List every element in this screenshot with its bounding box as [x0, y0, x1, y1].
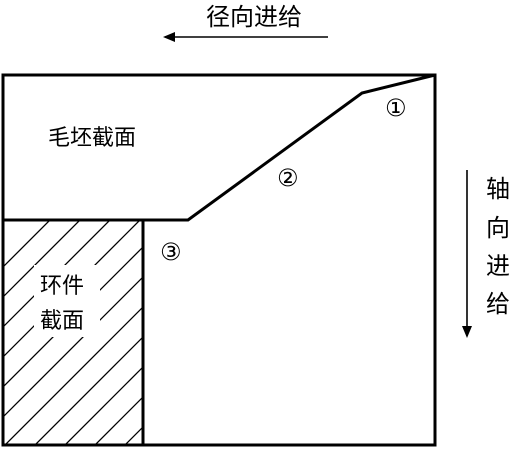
step-marker-3: ③ — [160, 238, 182, 266]
hatch-line — [3, 220, 81, 298]
axial-feed-char-3: 进 — [486, 252, 510, 280]
hatch-line — [124, 426, 143, 445]
axial-feed-char-2: 向 — [486, 214, 510, 242]
axial-feed-char-4: 给 — [486, 290, 510, 318]
hatch-line — [4, 306, 143, 445]
hatch-line — [150, 190, 410, 450]
ring-section-label-line2: 截面 — [40, 309, 84, 334]
hatch-line — [64, 366, 143, 445]
step-marker-2: ② — [277, 164, 299, 192]
hatch-line — [94, 396, 143, 445]
hatch-line — [3, 220, 51, 268]
hatch-line — [34, 336, 143, 445]
ring-label-background — [34, 265, 100, 337]
axial-feed-char-1: 轴 — [486, 175, 510, 203]
hatch-line — [3, 220, 111, 328]
step-marker-1: ① — [385, 94, 407, 122]
feed-path-profile — [3, 73, 436, 222]
radial-feed-label: 径向进给 — [206, 3, 302, 31]
blank-section-label: 毛坯截面 — [48, 126, 136, 151]
hatch-line — [180, 190, 440, 450]
ring-section-label-line1: 环件 — [40, 274, 84, 299]
